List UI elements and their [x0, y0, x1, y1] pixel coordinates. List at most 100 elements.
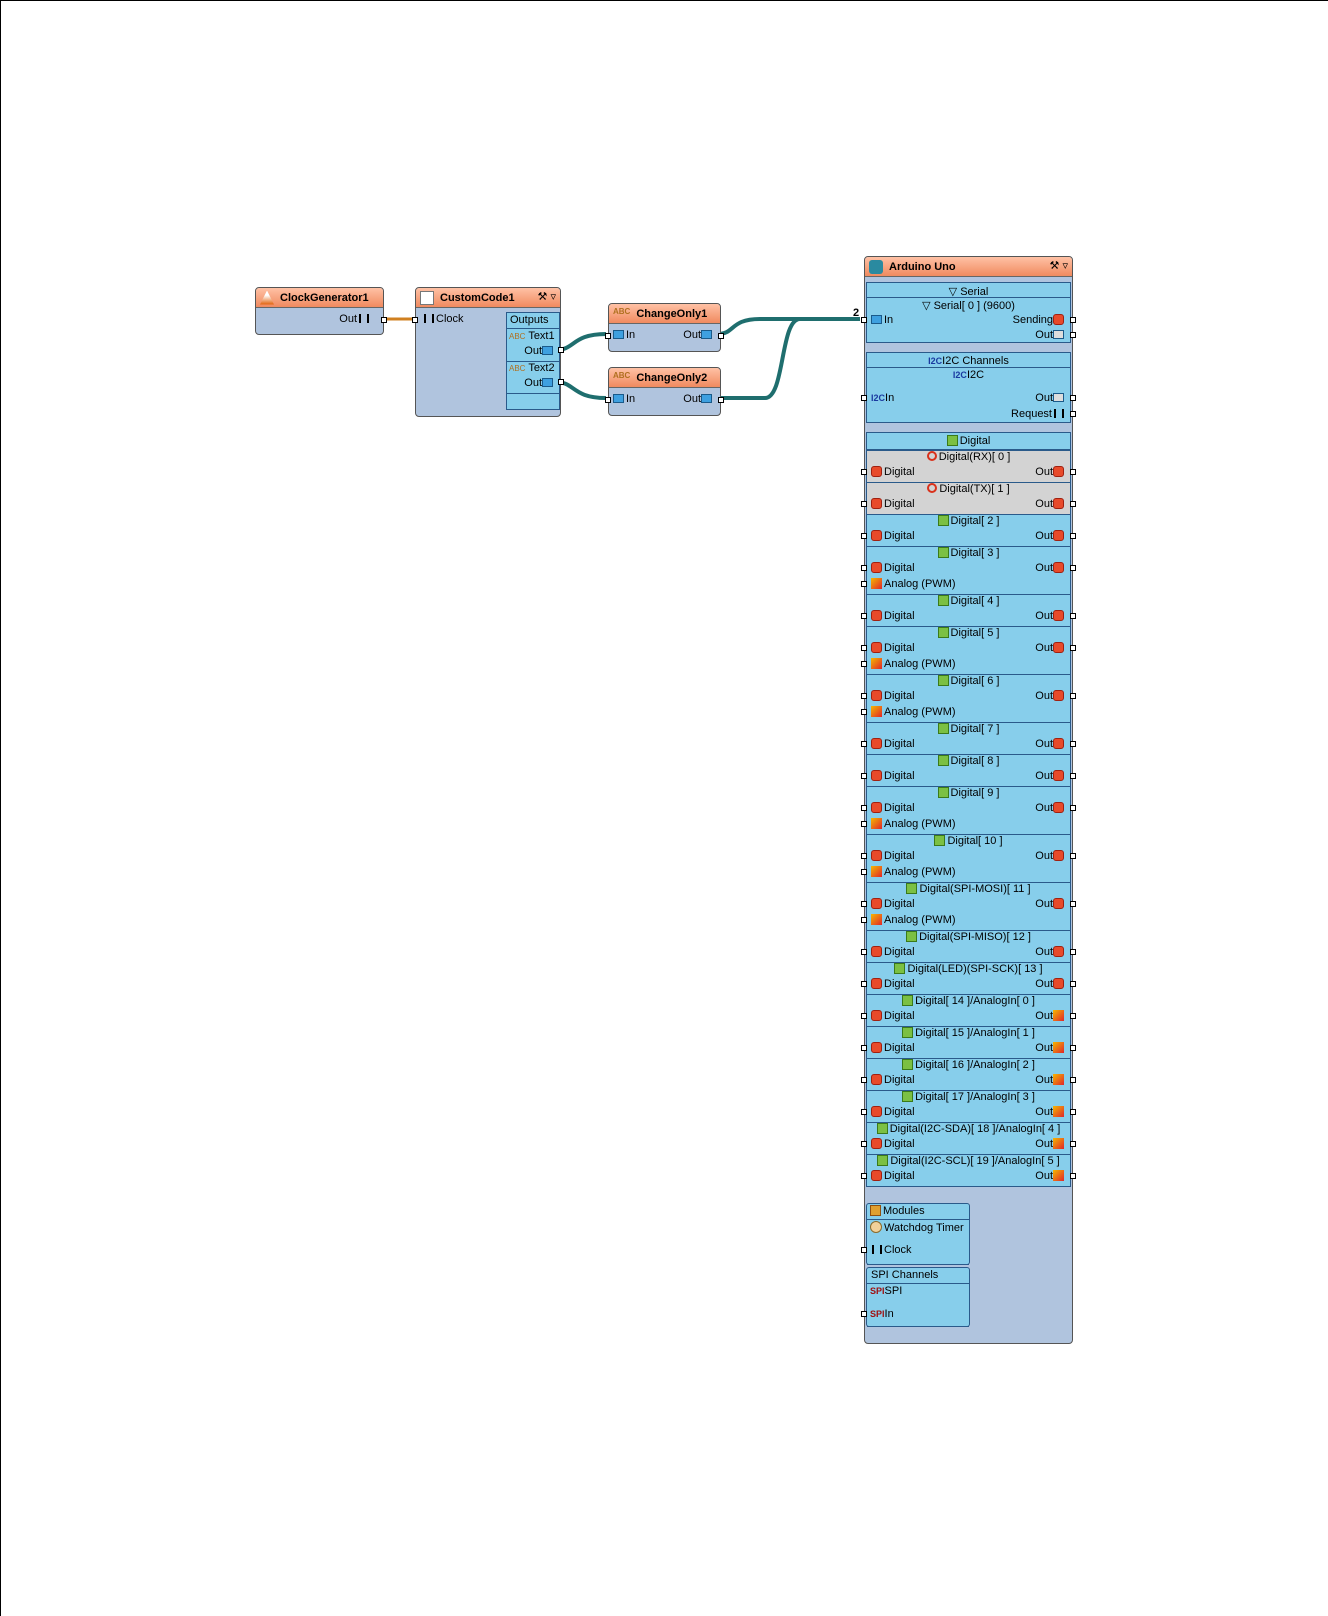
digital-pin-7-in[interactable]: [861, 741, 867, 747]
digital-pin-1-in[interactable]: [861, 501, 867, 507]
custom-code-text1-pin[interactable]: [558, 347, 564, 353]
arduino-title: Arduino Uno: [889, 260, 956, 273]
change-only2-header[interactable]: ABC ChangeOnly2: [609, 368, 720, 388]
digital-signal-icon: [871, 898, 882, 909]
digital-pin-12-out[interactable]: [1070, 949, 1076, 955]
serial-icon: ▽: [948, 286, 961, 298]
analog-pwm-label: Analog (PWM): [884, 658, 956, 670]
digital-pin-16-out[interactable]: [1070, 1077, 1076, 1083]
digital-pin-2-out[interactable]: [1070, 533, 1076, 539]
digital-pin-6-in[interactable]: [861, 693, 867, 699]
digital-pin-5-pwm-in[interactable]: [861, 661, 867, 667]
digital-pin-16-in[interactable]: [861, 1077, 867, 1083]
custom-code-header[interactable]: CustomCode1 ⚒ ▿: [416, 288, 560, 308]
digital-pin-9-pwm-in[interactable]: [861, 821, 867, 827]
digital-pin-14-in[interactable]: [861, 1013, 867, 1019]
digital-pin-17-in[interactable]: [861, 1109, 867, 1115]
custom-code-title: CustomCode1: [440, 291, 515, 304]
digital-pin-12-in[interactable]: [861, 949, 867, 955]
digital-pin-9-in[interactable]: [861, 805, 867, 811]
custom-code-clock-pin[interactable]: [412, 317, 418, 323]
digital-pin-3-out[interactable]: [1070, 565, 1076, 571]
clock-signal-icon: [872, 1245, 882, 1254]
digital-pin-6-pwm-in[interactable]: [861, 709, 867, 715]
i2c-icon: I2C: [952, 370, 967, 380]
i2c-request-pin[interactable]: [1070, 411, 1076, 417]
digital-out-label: Out: [1035, 466, 1053, 478]
digital-pin-name: Digital[ 8 ]: [950, 755, 1000, 767]
tools-icon[interactable]: ⚒ ▿: [1049, 260, 1068, 272]
serial-sending-pin[interactable]: [1070, 317, 1076, 323]
digital-signal-icon: [1053, 562, 1064, 573]
digital-pin-8-in[interactable]: [861, 773, 867, 779]
digital-pin-14-out[interactable]: [1070, 1013, 1076, 1019]
serial-out-pin[interactable]: [1070, 332, 1076, 338]
change-only1-header[interactable]: ABC ChangeOnly1: [609, 304, 720, 324]
i2c-out-label: Out: [1035, 392, 1053, 404]
arduino-header[interactable]: Arduino Uno ⚒ ▿: [865, 257, 1072, 277]
digital-pin-10-in[interactable]: [861, 853, 867, 859]
watchdog-clock-pin[interactable]: [861, 1247, 867, 1253]
serial-in-pin[interactable]: [861, 317, 867, 323]
change-only2-in-pin[interactable]: [605, 397, 611, 403]
digital-pin-15-in[interactable]: [861, 1045, 867, 1051]
digital-pin-9-out[interactable]: [1070, 805, 1076, 811]
digital-pin-10-out[interactable]: [1070, 853, 1076, 859]
digital-pin-11-in[interactable]: [861, 901, 867, 907]
digital-pin-3-pwm-in[interactable]: [861, 581, 867, 587]
change-only1-component[interactable]: ABC ChangeOnly1 In Out: [605, 303, 724, 352]
digital-pin-8-out[interactable]: [1070, 773, 1076, 779]
clock-generator-header[interactable]: ClockGenerator1: [256, 288, 383, 308]
change-only1-out-pin[interactable]: [718, 333, 724, 339]
digital-pin-15-out[interactable]: [1070, 1045, 1076, 1051]
digital-pin-11-pwm-in[interactable]: [861, 917, 867, 923]
digital-pin-18-in[interactable]: [861, 1141, 867, 1147]
spi-in-pin[interactable]: [861, 1311, 867, 1317]
digital-pin-11-out[interactable]: [1070, 901, 1076, 907]
digital-pin-13-out[interactable]: [1070, 981, 1076, 987]
digital-pin-4-out[interactable]: [1070, 613, 1076, 619]
digital-pin-0-out[interactable]: [1070, 469, 1076, 475]
tools-icon[interactable]: ⚒ ▿: [537, 291, 556, 303]
digital-out-label: Out: [1035, 530, 1053, 542]
change-only1-in-pin[interactable]: [605, 333, 611, 339]
digital-pin-5-out[interactable]: [1070, 645, 1076, 651]
clock-generator-out-pin[interactable]: [381, 317, 387, 323]
digital-pin-0-in[interactable]: [861, 469, 867, 475]
digital-pin-3-in[interactable]: [861, 565, 867, 571]
digital-pin-17-out[interactable]: [1070, 1109, 1076, 1115]
custom-code-component[interactable]: CustomCode1 ⚒ ▿ Clock Outputs ABC Text1 …: [412, 287, 564, 417]
change-only2-component[interactable]: ABC ChangeOnly2 In Out: [605, 367, 724, 416]
i2c-out-pin[interactable]: [1070, 395, 1076, 401]
digital-pin-19-in[interactable]: [861, 1173, 867, 1179]
spi-channel: SPISPI SPIIn: [867, 1283, 969, 1327]
arduino-uno-component[interactable]: Arduino Uno ⚒ ▿ ▽ Serial ▽ Serial[ 0 ] (…: [853, 256, 1076, 1344]
i2c-in-pin[interactable]: [861, 395, 867, 401]
digital-pin-1-out[interactable]: [1070, 501, 1076, 507]
wire-count-label: 2: [853, 307, 860, 319]
digital-out-label: Out: [1035, 610, 1053, 622]
change-only2-in-label: In: [626, 393, 636, 405]
digital-pin-5-in[interactable]: [861, 645, 867, 651]
serial-icon: ▽: [922, 300, 934, 312]
digital-pin-4-in[interactable]: [861, 613, 867, 619]
digital-pin-10-pwm-in[interactable]: [861, 869, 867, 875]
clock-generator-component[interactable]: ClockGenerator1 Out: [255, 287, 387, 335]
change-only2-out-pin[interactable]: [718, 397, 724, 403]
digital-pin-2-in[interactable]: [861, 533, 867, 539]
analog-signal-icon: [1053, 1138, 1064, 1149]
digital-pin-18-out[interactable]: [1070, 1141, 1076, 1147]
analog-signal-icon: [871, 578, 882, 589]
digital-pin-19-out[interactable]: [1070, 1173, 1076, 1179]
digital-pin-6-out[interactable]: [1070, 693, 1076, 699]
digital-pin-7-out[interactable]: [1070, 741, 1076, 747]
digital-signal-icon: [871, 1074, 882, 1085]
digital-pin-13-in[interactable]: [861, 981, 867, 987]
custom-code-text2-pin[interactable]: [558, 379, 564, 385]
